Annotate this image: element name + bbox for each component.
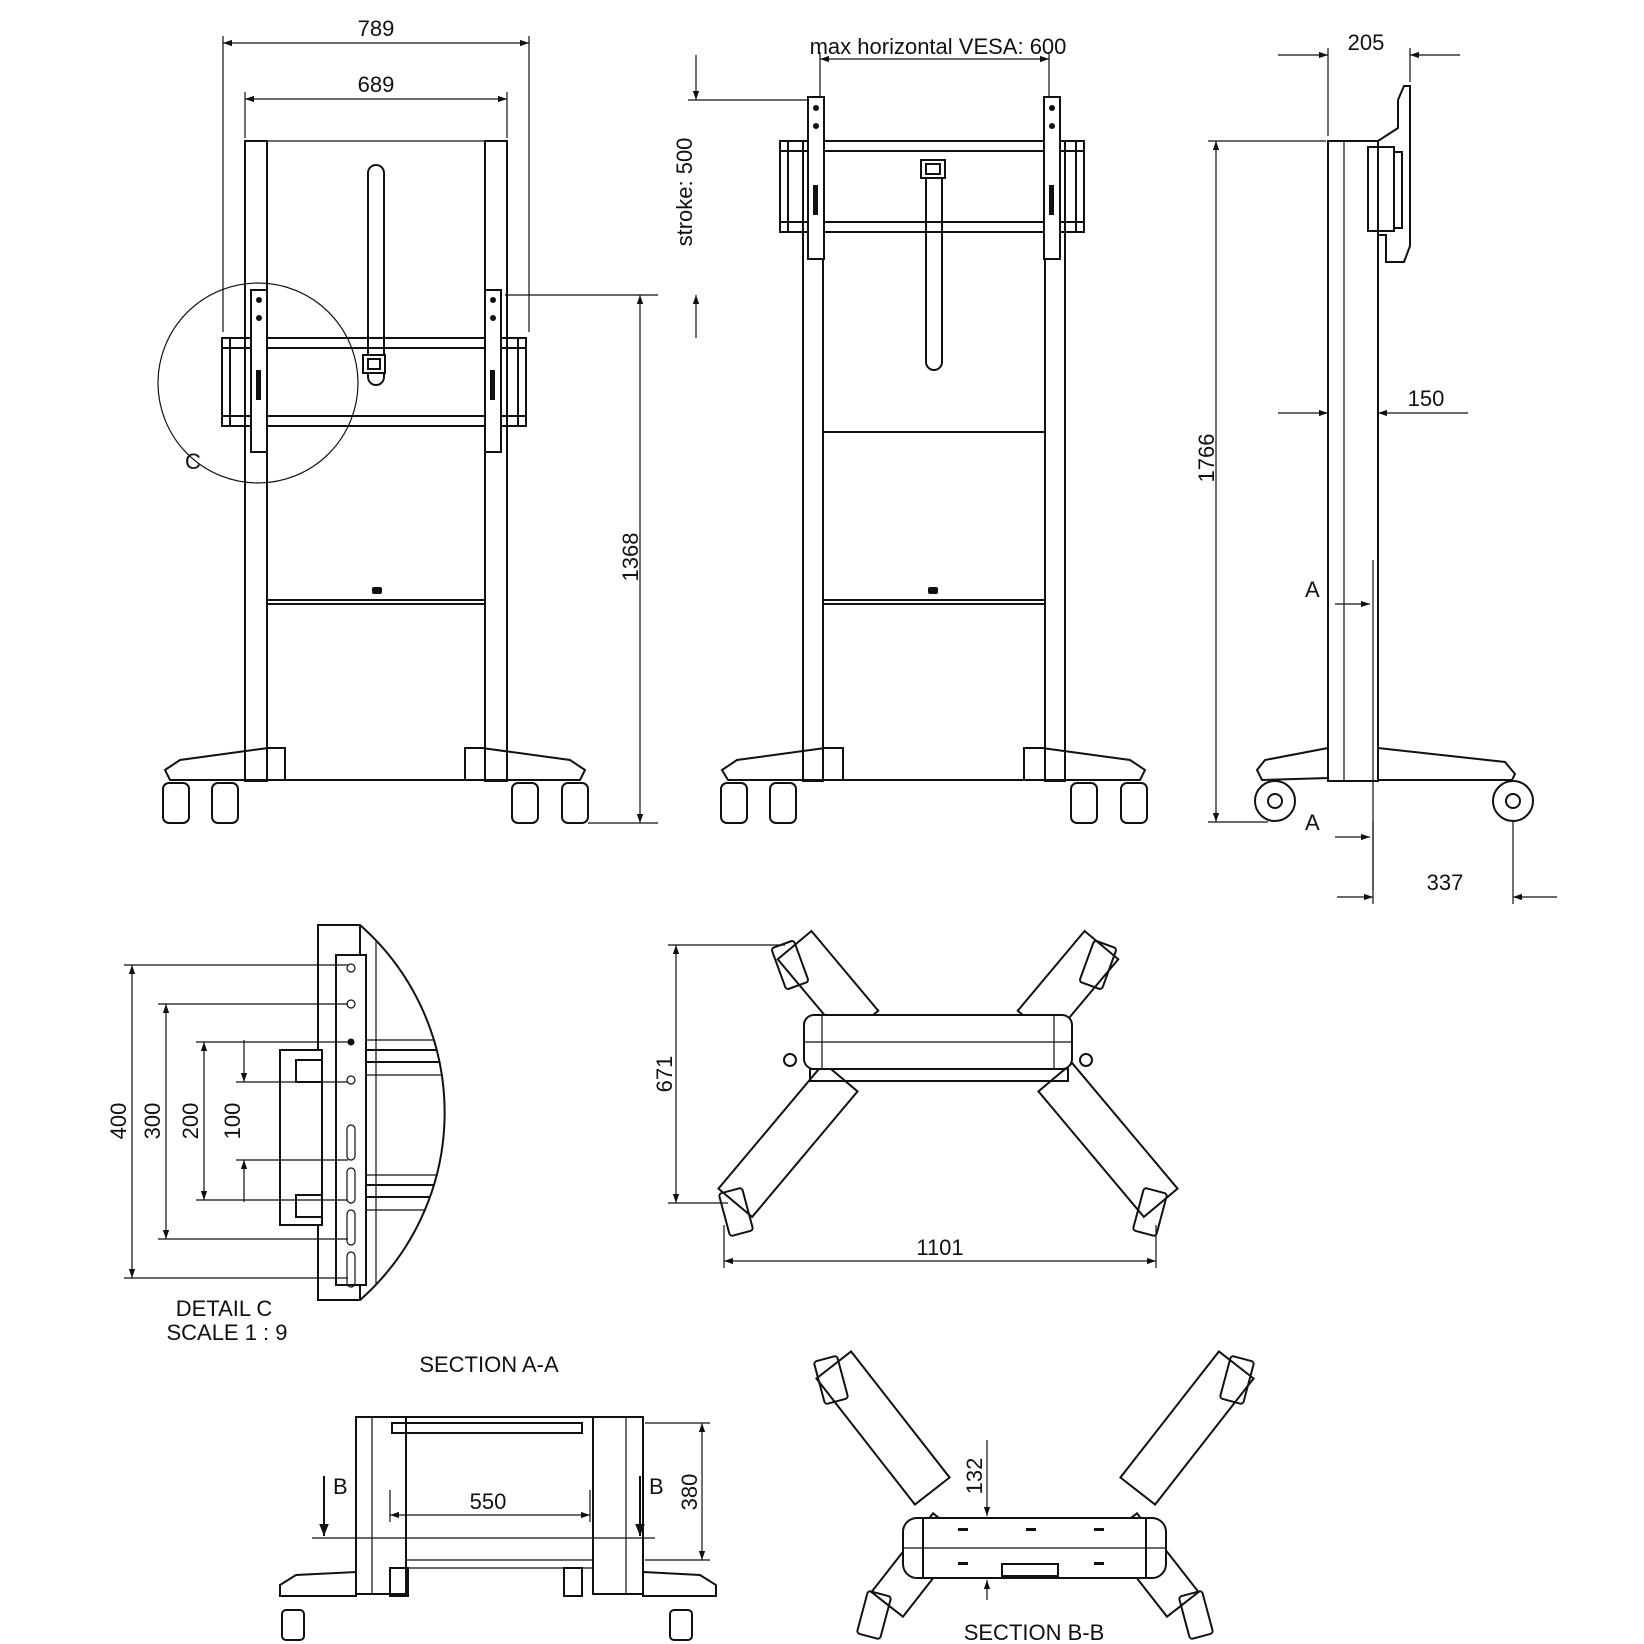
section-a-view: SECTION A-A [279, 1352, 717, 1641]
dim-200: 200 [178, 1103, 203, 1140]
section-a-dimensions: 550 380 B B [312, 1422, 710, 1561]
dim-1101: 1101 [916, 1235, 963, 1260]
side-view [1254, 85, 1534, 890]
detail-c-dimensions: 400 300 200 100 DETAIL C SCALE 1 : 9 [106, 964, 348, 1345]
section-a-marker-top: A [1305, 577, 1320, 602]
dim-150: 150 [1408, 386, 1445, 411]
section-b-dimensions: 132 SECTION B-B [962, 1440, 1104, 1644]
dim-689: 689 [358, 72, 395, 97]
side-view-dimensions: 205 150 1766 337 A A [1194, 30, 1557, 904]
section-a-title: SECTION A-A [419, 1352, 559, 1377]
dim-205: 205 [1348, 30, 1385, 55]
dim-337: 337 [1427, 870, 1464, 895]
dim-671: 671 [652, 1056, 677, 1093]
front-raised-view [720, 96, 1148, 824]
front-view-dimensions: 789 689 1368 [222, 16, 658, 824]
dim-100: 100 [220, 1103, 245, 1140]
dim-1766: 1766 [1194, 434, 1219, 483]
dim-550: 550 [470, 1489, 507, 1514]
dim-300: 300 [140, 1103, 165, 1140]
top-view-dimensions: 671 1101 [652, 944, 1157, 1268]
section-b-marker-left: B [333, 1474, 348, 1499]
vesa-label: max horizontal VESA: 600 [810, 34, 1067, 59]
dim-789: 789 [358, 16, 395, 41]
section-b-marker-right: B [649, 1474, 664, 1499]
stroke-label: stroke: 500 [672, 138, 697, 247]
detail-c-scale: SCALE 1 : 9 [166, 1320, 287, 1345]
front-view: C [157, 140, 589, 824]
top-view [717, 929, 1179, 1237]
detail-c-view [279, 924, 446, 1301]
front-raised-view-dimensions: max horizontal VESA: 600 stroke: 500 [672, 34, 1066, 338]
section-a-marker-bottom: A [1305, 810, 1320, 835]
section-b-view [813, 1350, 1255, 1640]
detail-c-title: DETAIL C [176, 1296, 273, 1321]
dim-132: 132 [962, 1458, 987, 1495]
section-b-title: SECTION B-B [964, 1620, 1105, 1644]
detail-c-marker: C [185, 449, 201, 474]
dim-380: 380 [677, 1474, 702, 1511]
dim-400: 400 [106, 1103, 131, 1140]
dim-1368: 1368 [618, 533, 643, 582]
